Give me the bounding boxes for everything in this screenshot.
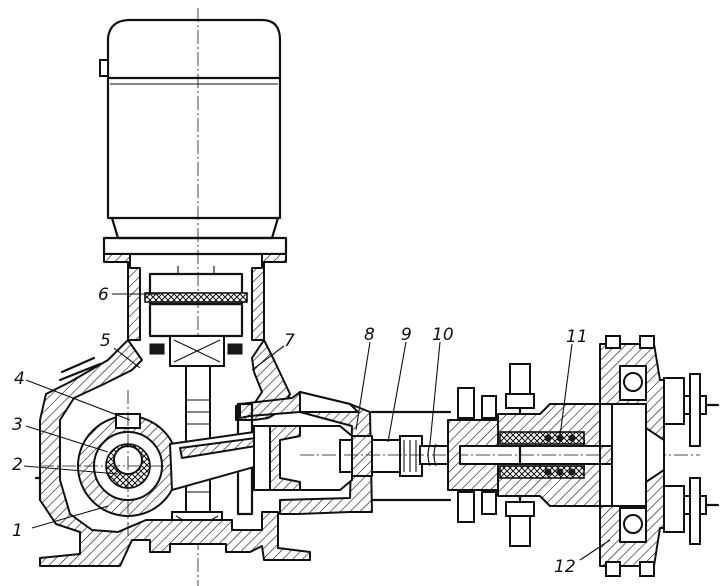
label-8: 8 <box>364 325 375 345</box>
crosshead <box>253 425 700 491</box>
label-1: 1 <box>12 521 23 541</box>
label-3: 3 <box>12 415 23 435</box>
label-7: 7 <box>284 331 295 351</box>
packing-rings <box>499 431 585 479</box>
electric-motor <box>99 8 288 586</box>
pump-head <box>370 335 720 577</box>
part-labels: 1 2 3 4 5 6 7 8 9 10 11 12 <box>12 285 588 577</box>
valves <box>619 365 685 543</box>
label-4: 4 <box>14 369 25 389</box>
label-11: 11 <box>566 327 588 347</box>
label-6: 6 <box>98 285 109 305</box>
label-12: 12 <box>554 557 576 577</box>
leader-lines <box>23 293 611 561</box>
label-10: 10 <box>432 325 454 345</box>
label-2: 2 <box>12 455 23 475</box>
label-9: 9 <box>401 325 412 345</box>
label-5: 5 <box>100 331 111 351</box>
